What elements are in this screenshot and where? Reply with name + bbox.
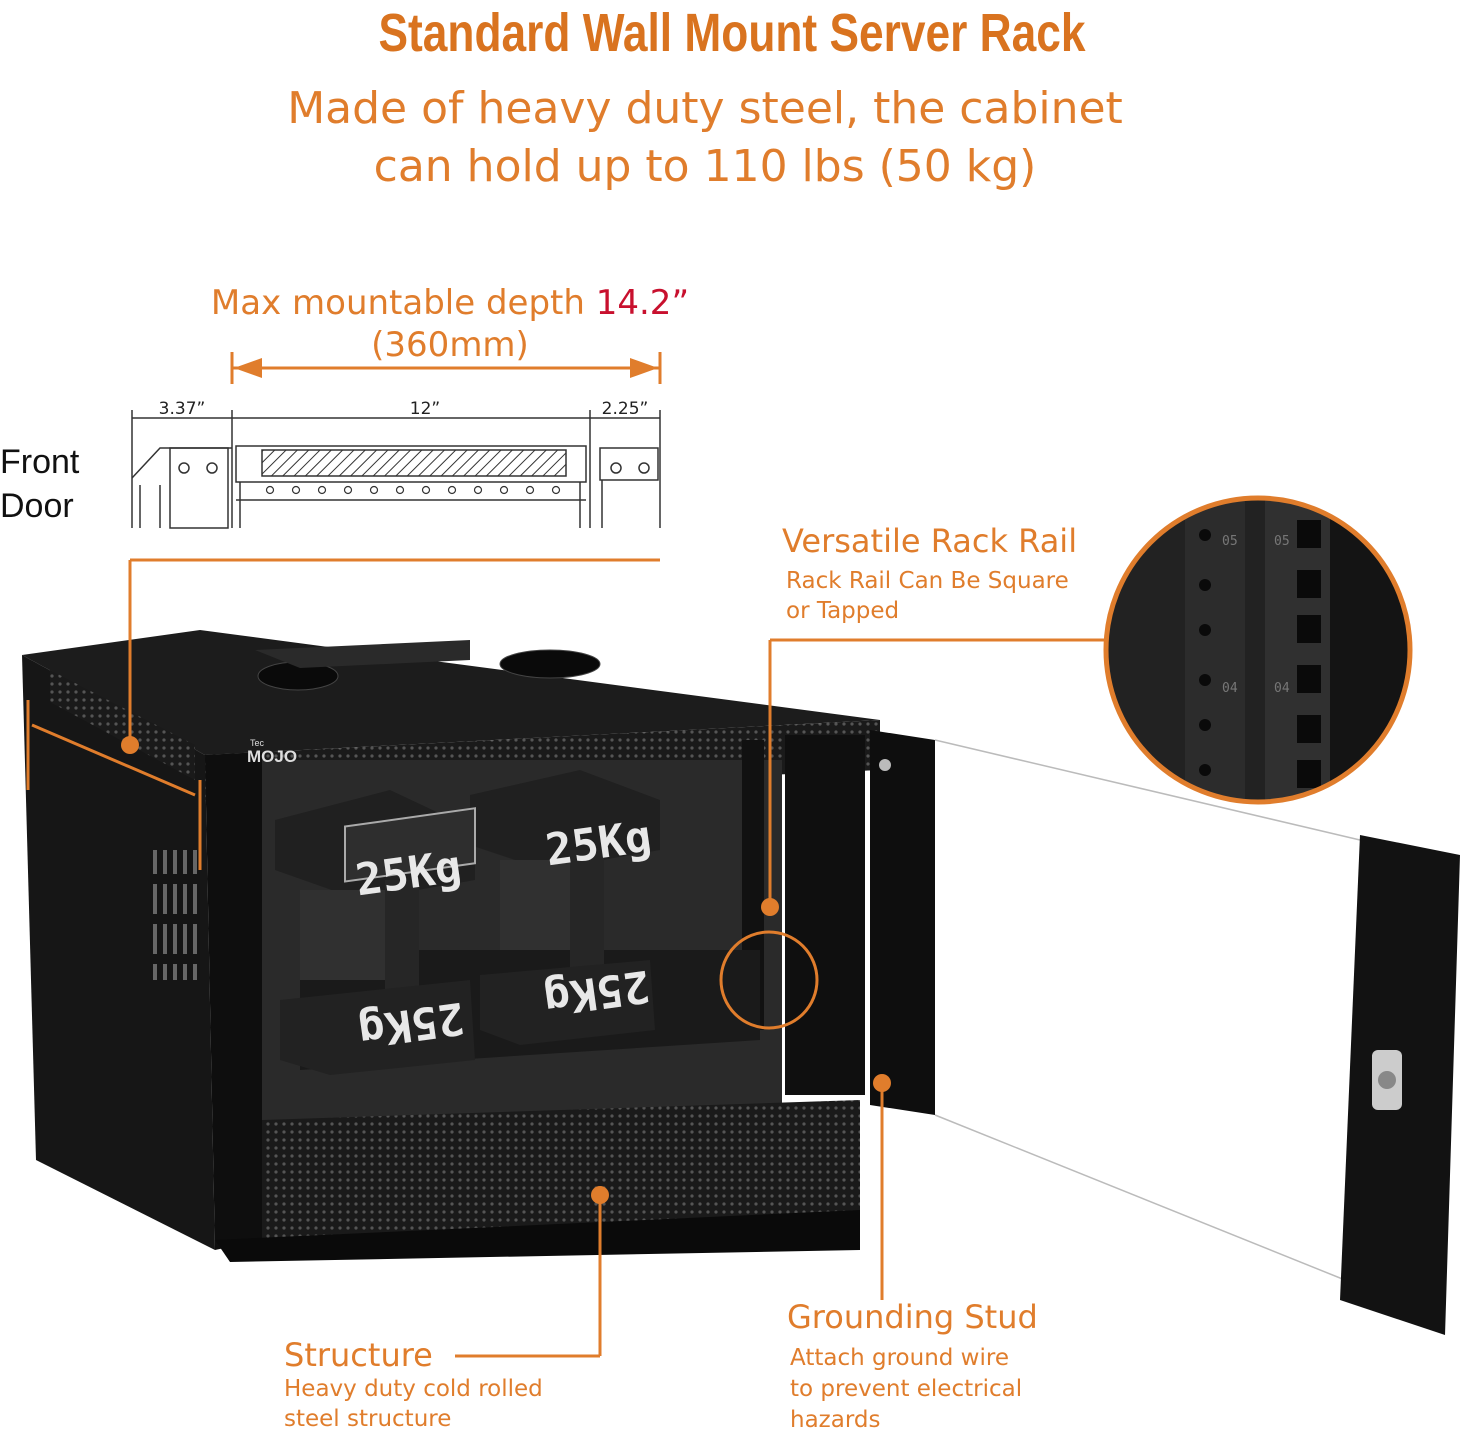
grounding-desc-3: hazards: [790, 1407, 880, 1433]
rail-number-05: 05: [1222, 534, 1238, 549]
depth-metric: (360mm): [371, 325, 529, 365]
depth-label-prefix: Max mountable depth: [210, 283, 596, 323]
depth-label: Max mountable depth 14.2” (360mm): [160, 282, 740, 366]
door-hinge-frame: [870, 730, 935, 1115]
brand-logo: MOJO: [247, 747, 297, 766]
structure-desc-1: Heavy duty cold rolled: [284, 1376, 543, 1402]
glass-door: [870, 730, 1460, 1335]
front-door-line-2: Door: [0, 487, 74, 525]
rack-rail-heading: Versatile Rack Rail: [782, 522, 1077, 560]
depth-value: 14.2”: [595, 283, 690, 323]
brand-logo-small: Tec: [250, 738, 265, 748]
weight-blocks: 25Kg 25Kg 25Kg 25Kg: [275, 770, 660, 1075]
rack-rail-desc-1: Rack Rail Can Be Square: [786, 568, 1069, 594]
dimension-left: 3.37”: [159, 399, 206, 419]
rail-number-04: 04: [1222, 681, 1238, 696]
page-title: Standard Wall Mount Server Rack: [378, 3, 1086, 63]
dimension-drawing: [131, 410, 661, 529]
rack-cabinet: MOJO Tec: [22, 630, 880, 1262]
rack-bottom-vent: [262, 1100, 860, 1245]
dimension-right: 2.25”: [602, 399, 649, 419]
drawing-holes: [265, 485, 561, 495]
grounding-desc-2: to prevent electrical: [790, 1376, 1022, 1402]
rack-rail-desc-2: or Tapped: [786, 598, 899, 624]
rail-number-04b: 04: [1274, 681, 1290, 696]
depth-arrow: [230, 352, 662, 384]
rack-side-arrow: [26, 700, 202, 870]
callout-lines: [128, 558, 1105, 1358]
structure-heading: Structure: [284, 1336, 433, 1374]
dimension-middle: 12”: [410, 399, 440, 419]
front-door-line-1: Front: [0, 443, 80, 481]
front-door-label: Front Door: [0, 440, 79, 528]
grounding-desc-1: Attach ground wire: [790, 1345, 1009, 1371]
rack-rail-zoom: 05 05 04 04: [1103, 495, 1413, 805]
page-subtitle: Made of heavy duty steel, the cabinet ca…: [0, 80, 1410, 196]
subtitle-line-1: Made of heavy duty steel, the cabinet: [287, 83, 1123, 134]
structure-desc-2: steel structure: [284, 1406, 451, 1432]
subtitle-line-2: can hold up to 110 lbs (50 kg): [373, 141, 1037, 192]
rack-side: [22, 655, 215, 1250]
rack-top: [22, 630, 880, 755]
callout-dots: [121, 736, 891, 1204]
grounding-heading: Grounding Stud: [787, 1298, 1038, 1336]
rail-number-05b: 05: [1274, 534, 1290, 549]
